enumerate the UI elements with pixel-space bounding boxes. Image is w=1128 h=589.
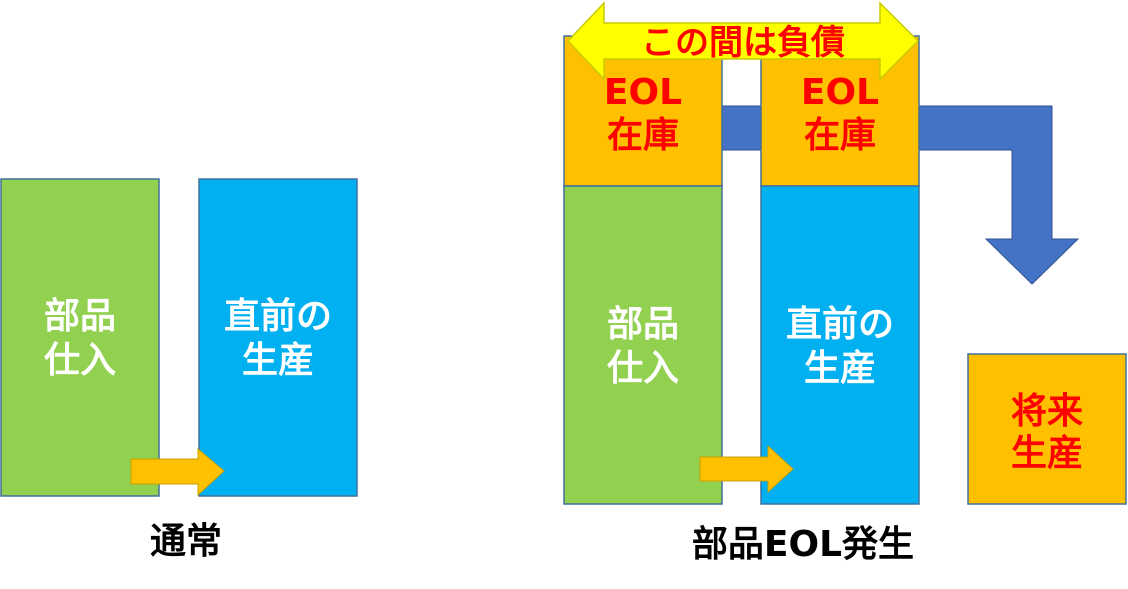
future-production-label-1: 将来 <box>1011 391 1083 432</box>
future-production-label-2: 生産 <box>1011 433 1083 474</box>
eol-production-label-1: 直前の <box>786 304 894 345</box>
normal-parts-label-1: 部品 <box>44 296 116 337</box>
normal-caption: 通常 <box>150 521 222 562</box>
eol-inventory-left-label-2: 在庫 <box>607 115 679 156</box>
liability-banner-text: この間は負債 <box>641 23 845 63</box>
eol-production-label-2: 生産 <box>804 348 876 389</box>
eol-inventory-right-label-1: EOL <box>801 72 879 113</box>
eol-parts-label-2: 仕入 <box>607 348 679 389</box>
eol-inventory-left-label-1: EOL <box>604 72 682 113</box>
eol-parts-box <box>563 185 723 505</box>
eol-caption: 部品EOL発生 <box>692 524 914 565</box>
eol-scenario: EOL 在庫 EOL 在庫 部品 仕入 直前の 生産 将来 生産 この間は負債 … <box>563 1 1127 565</box>
eol-inventory-right-label-2: 在庫 <box>804 115 876 156</box>
normal-production-label-1: 直前の <box>224 296 332 337</box>
eol-production-box <box>760 185 920 505</box>
liability-double-arrow <box>566 1 920 81</box>
future-production-box <box>967 353 1127 505</box>
normal-production-label-2: 生産 <box>242 340 314 381</box>
eol-flow-arrow <box>699 444 794 494</box>
normal-scenario: 部品 仕入 直前の 生産 通常 <box>0 178 358 562</box>
eol-parts-label-1: 部品 <box>607 304 679 345</box>
normal-production-box <box>198 178 358 497</box>
normal-flow-arrow <box>130 447 225 497</box>
normal-parts-label-2: 仕入 <box>44 340 116 381</box>
normal-parts-box <box>0 178 160 497</box>
